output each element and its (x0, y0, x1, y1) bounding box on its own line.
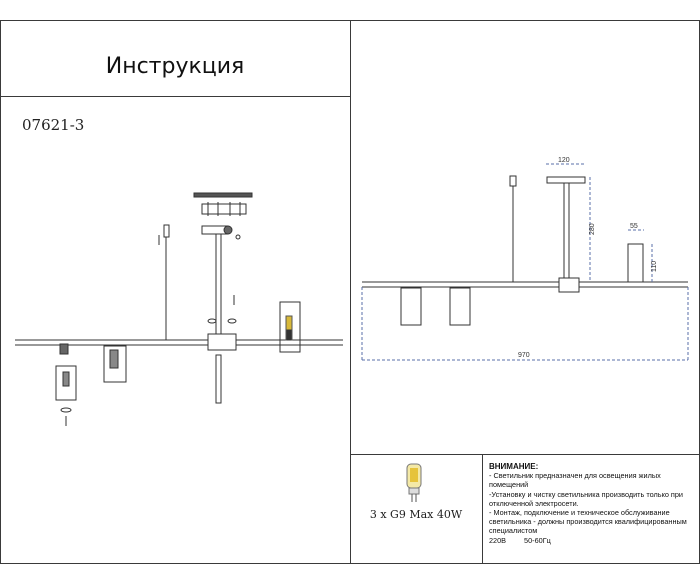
center-divider (350, 20, 351, 564)
notice-line: отключенной электросети. (489, 498, 579, 508)
notice-line: помещений (489, 480, 529, 490)
spec-notice-divider (482, 454, 483, 564)
title-divider (0, 96, 350, 97)
notice-heading: ВНИМАНИЕ: (489, 462, 539, 471)
dimension-shade-width-label: 55 (630, 223, 638, 230)
dimension-height-label: 280 (589, 223, 596, 235)
model-number: 07621-3 (22, 116, 85, 134)
notice-line: специалистом (489, 526, 538, 536)
notice-line: светильника - должны производится квалиф… (489, 517, 687, 527)
notice-voltage: 220В (489, 535, 507, 545)
notice-line: -Установку и чистку светильника производ… (489, 489, 684, 499)
dimension-width-label: 120 (558, 157, 570, 164)
notice-line: - Светильник предназначен для освещения … (489, 471, 661, 481)
dimension-diagram: 120 280 55 110 970 (361, 157, 689, 362)
spec-divider (350, 454, 700, 455)
notice-block: ВНИМАНИЕ: - Светильник предназначен для … (489, 462, 694, 545)
notice-line: - Монтаж, подключение и техническое обсл… (489, 508, 670, 518)
screw-icon (207, 202, 241, 216)
assembly-diagram (15, 192, 343, 426)
dimension-shade-height-label: 110 (651, 261, 658, 272)
notice-electrical: 220В 50-60Гц (489, 536, 694, 545)
page-title: Инструкция (105, 54, 245, 79)
g9-bulb-icon (406, 463, 422, 502)
dimension-total-length-label: 970 (518, 352, 530, 359)
frame-left-line (0, 20, 1, 564)
lamp-spec: 3 x G9 Max 40W (369, 508, 463, 521)
notice-frequency: 50-60Гц (524, 535, 551, 545)
